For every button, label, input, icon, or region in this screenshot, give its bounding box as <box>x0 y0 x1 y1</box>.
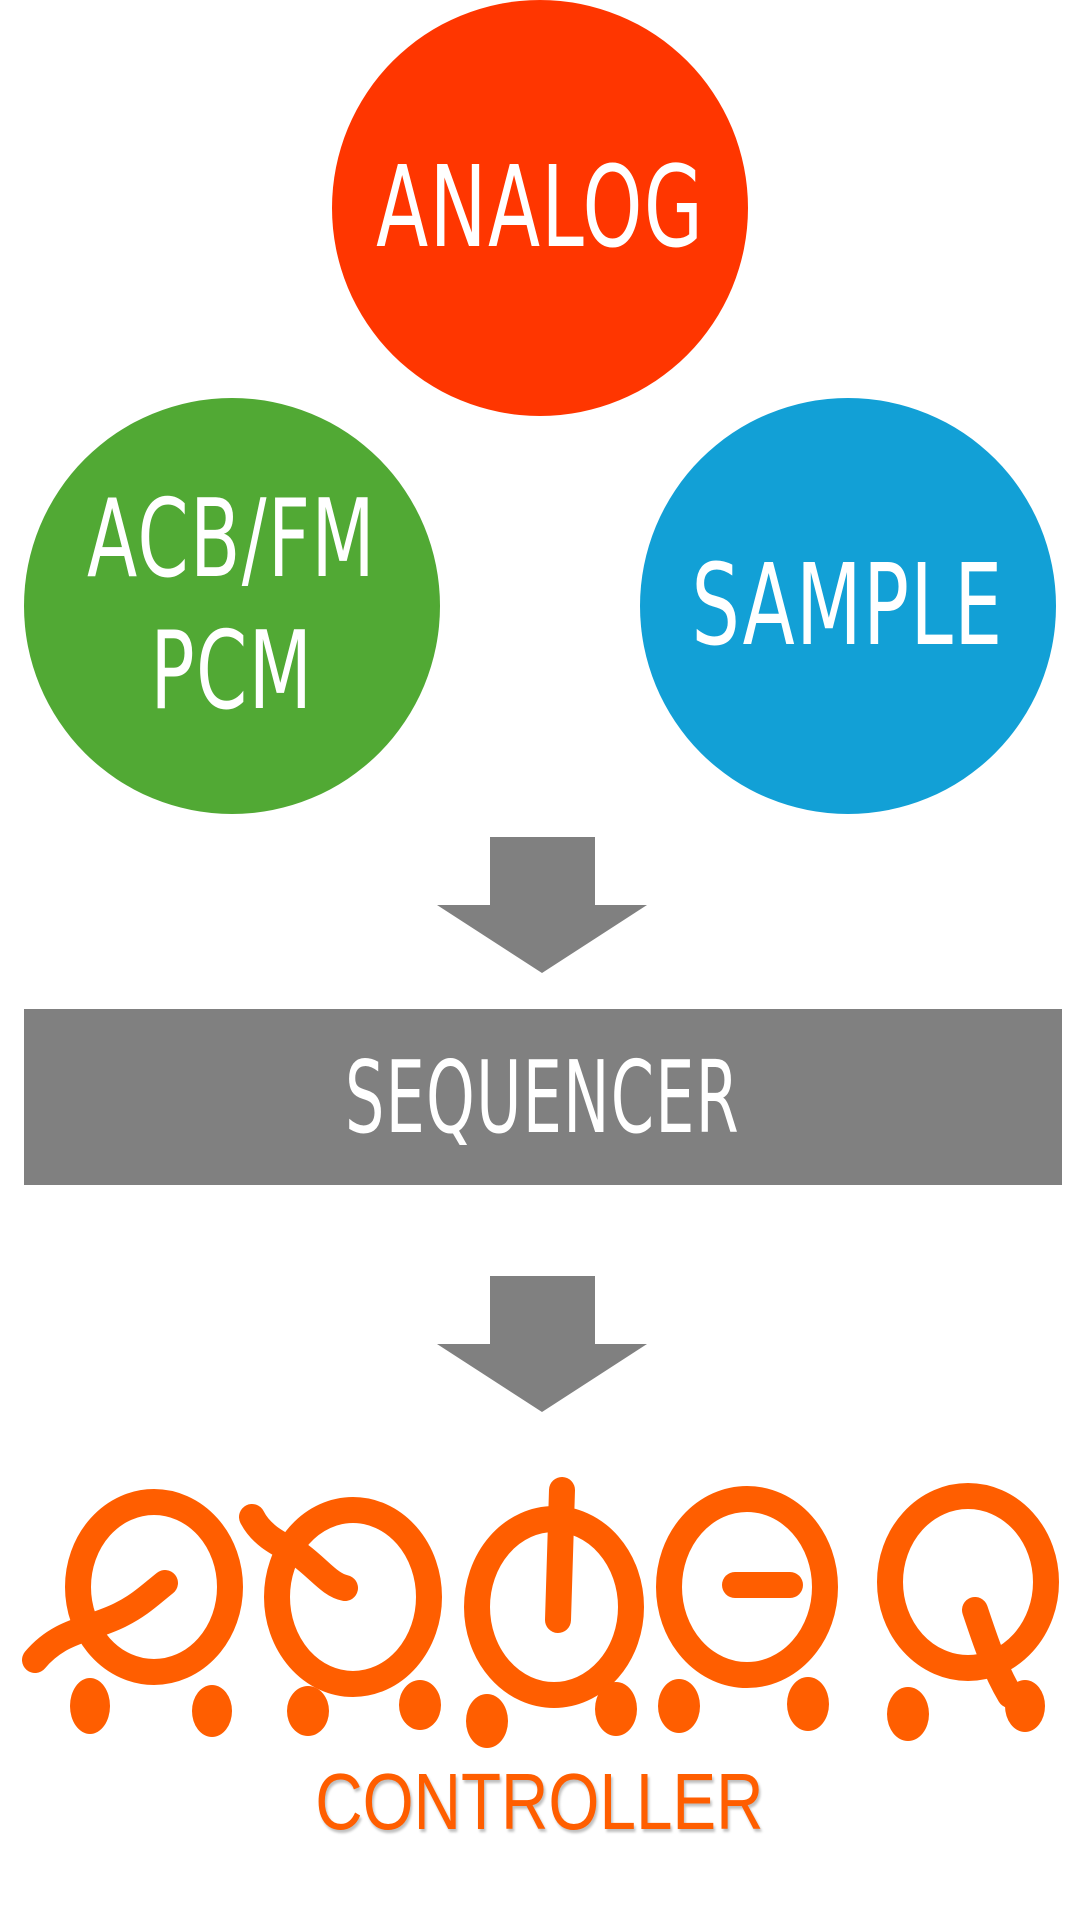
analog-label: ANALOG <box>375 143 705 273</box>
logo-glyph-4 <box>656 1486 838 1733</box>
sample-circle: SAMPLE <box>640 398 1056 814</box>
down-arrow-icon <box>437 837 647 973</box>
logo-glyph-2 <box>239 1497 442 1736</box>
controller-label: CONTROLLER <box>315 1757 764 1846</box>
sequencer-label: SEQUENCER <box>345 1038 741 1156</box>
acb-fm-label: ACB/FM <box>87 477 377 602</box>
down-arrow-icon <box>437 1276 647 1412</box>
pcm-label: PCM <box>150 609 314 734</box>
acb-fm-pcm-circle: ACB/FM PCM <box>24 398 440 814</box>
logo-glyph-1 <box>22 1489 243 1737</box>
logo-glyph-5 <box>877 1483 1059 1741</box>
sequencer-box: SEQUENCER <box>24 1009 1062 1185</box>
sample-label: SAMPLE <box>691 541 1005 671</box>
analog-circle: ANALOG <box>332 0 748 416</box>
stylized-loop-logo-icon <box>22 1477 1059 1748</box>
controller-label-container: CONTROLLER <box>0 1762 1079 1842</box>
logo-glyph-3 <box>464 1477 644 1748</box>
